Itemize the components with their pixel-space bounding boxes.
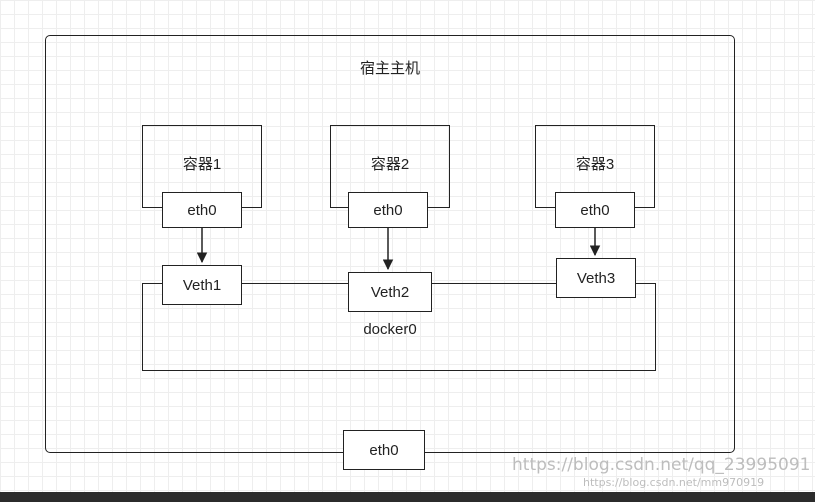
container-3-eth0: eth0 <box>555 192 635 228</box>
host-eth0: eth0 <box>343 430 425 470</box>
watermark-primary: https://blog.csdn.net/qq_23995091 <box>512 455 811 475</box>
docker0-label: docker0 <box>363 320 417 338</box>
container-1-title: 容器1 <box>182 156 222 173</box>
watermark-secondary: https://blog.csdn.net/mm970919 <box>583 476 765 489</box>
container-1-eth0: eth0 <box>162 192 242 228</box>
bottom-edge-bar <box>0 492 815 502</box>
veth1-port: Veth1 <box>162 265 242 305</box>
container-2-eth0: eth0 <box>348 192 428 228</box>
container-3-title: 容器3 <box>575 156 615 173</box>
veth2-port: Veth2 <box>348 272 432 312</box>
veth3-port: Veth3 <box>556 258 636 298</box>
host-title: 宿主主机 <box>359 59 420 77</box>
container-2-title: 容器2 <box>370 156 410 173</box>
